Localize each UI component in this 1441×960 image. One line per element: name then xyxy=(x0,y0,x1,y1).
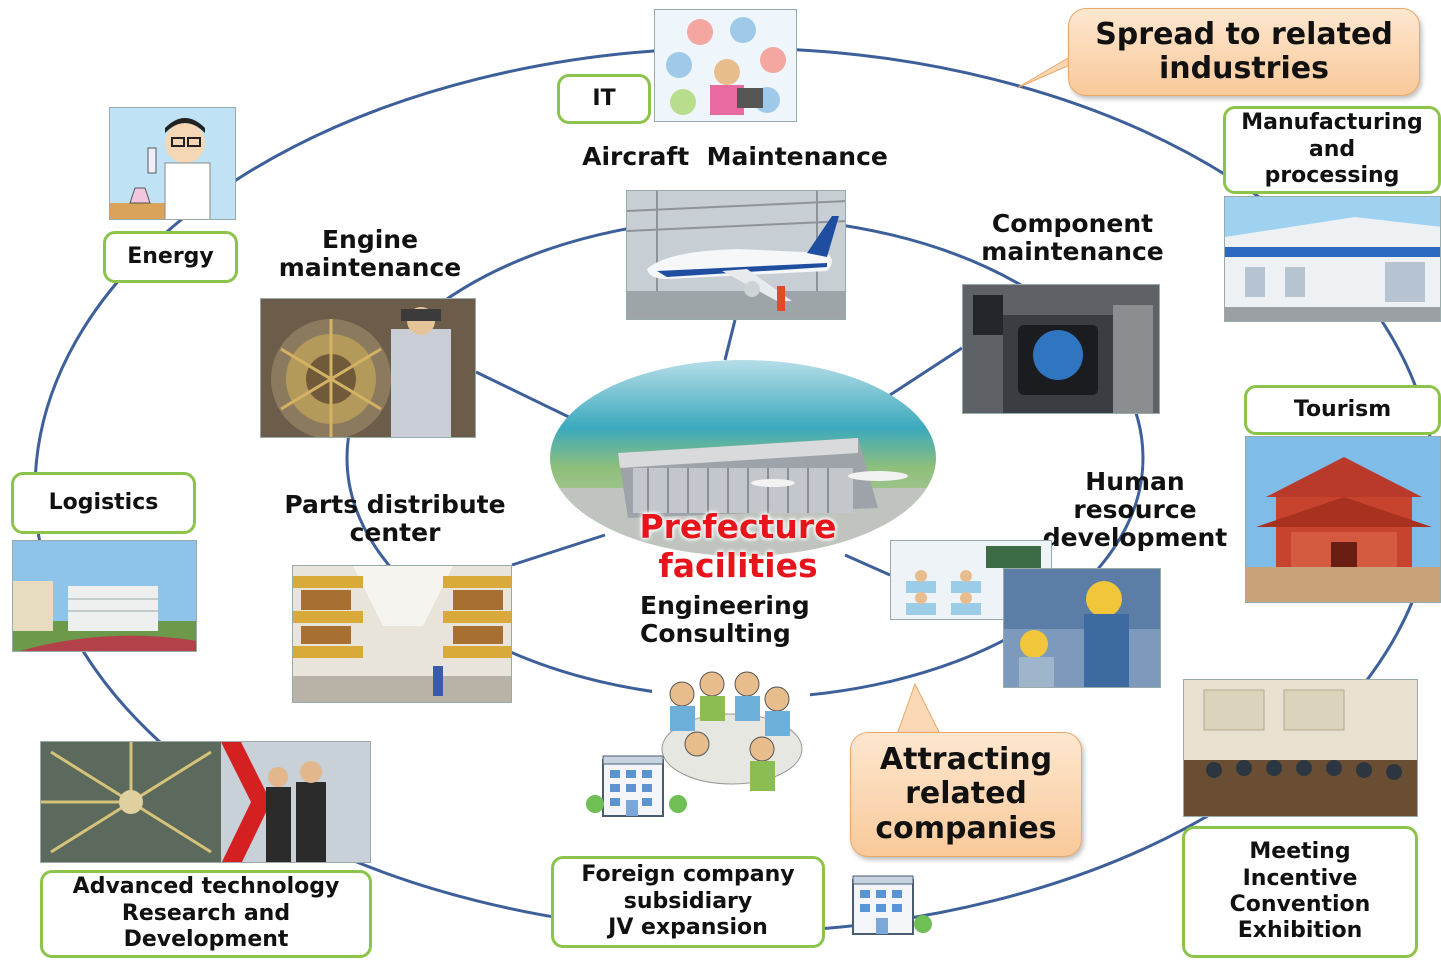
center-label: Prefecture facilities xyxy=(639,507,837,585)
it-box: IT xyxy=(557,74,651,124)
consulting-illustration xyxy=(652,654,810,804)
component-maintenance-label: Component maintenance xyxy=(981,209,1164,266)
parts-distribute-label: Parts distribute center xyxy=(284,490,506,547)
tourism-photo xyxy=(1245,436,1441,603)
building-icon xyxy=(583,752,693,818)
advanced-tech-box: Advanced technology Research and Develop… xyxy=(40,870,372,958)
logistics-box: Logistics xyxy=(11,472,196,534)
spokes xyxy=(475,319,963,577)
manufacturing-photo xyxy=(1224,196,1441,322)
it-illustration xyxy=(654,9,797,122)
engine-photo xyxy=(260,298,476,438)
manufacturing-box: Manufacturing and processing xyxy=(1223,106,1441,194)
parts-warehouse-photo xyxy=(292,565,512,703)
meeting-photo xyxy=(1183,679,1418,817)
attract-callout: Attracting related companies xyxy=(850,732,1082,857)
component-photo xyxy=(962,284,1160,414)
human-resource-label: Human resource development xyxy=(1042,467,1228,552)
aircraft-maintenance-label: Aircraft Maintenance xyxy=(582,142,888,171)
engineering-consulting-label: Engineering Consulting xyxy=(640,591,810,648)
spread-callout: Spread to related industries xyxy=(1068,8,1420,96)
training-photo xyxy=(1003,568,1161,688)
logistics-photo xyxy=(12,540,197,652)
advanced-tech-photo xyxy=(40,741,371,863)
foreign-company-box: Foreign company subsidiary JV expansion xyxy=(551,856,825,948)
energy-box: Energy xyxy=(103,231,238,283)
mice-box: Meeting Incentive Convention Exhibition xyxy=(1182,826,1418,958)
building-icon xyxy=(843,874,933,936)
center-hangar-image xyxy=(548,358,938,558)
tourism-box: Tourism xyxy=(1244,385,1441,435)
engine-maintenance-label: Engine maintenance xyxy=(278,225,462,282)
scientist-illustration xyxy=(109,107,236,220)
aircraft-photo xyxy=(626,190,846,320)
